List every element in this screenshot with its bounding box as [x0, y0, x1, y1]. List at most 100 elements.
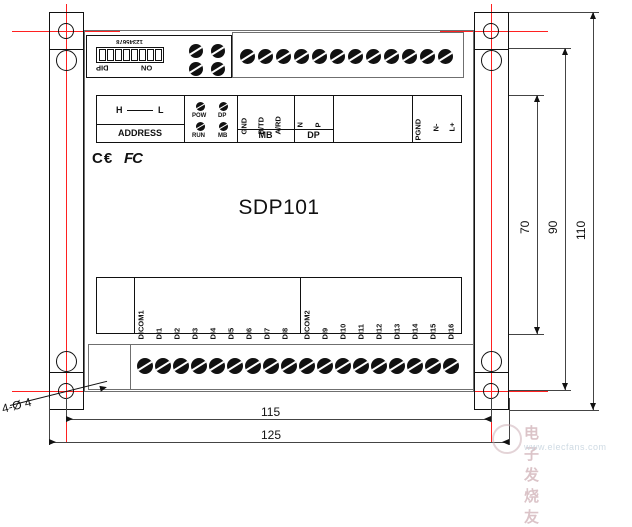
- address-range-h: H: [116, 105, 123, 115]
- hole-callout-label: 4-Ø 4: [0, 394, 33, 416]
- terminal-label-di8: DI8: [280, 327, 290, 340]
- dip-cell-8[interactable]: [154, 49, 162, 61]
- terminal-screw[interactable]: [335, 358, 351, 374]
- bottom-terminal-screw-row: [137, 358, 467, 375]
- divider-address-right: [184, 95, 185, 143]
- fcc-mark-icon: FC: [124, 150, 143, 167]
- dip-cell-3[interactable]: [114, 49, 122, 61]
- terminal-label-di12: DI12: [374, 323, 384, 340]
- terminal-label-di3: DI3: [190, 327, 200, 340]
- terminal-screw[interactable]: [317, 358, 333, 374]
- terminal-screw[interactable]: [353, 358, 369, 374]
- terminal-screw[interactable]: [245, 358, 261, 374]
- terminal-group-mb: MB: [258, 130, 273, 140]
- terminal-screw[interactable]: [155, 358, 171, 374]
- terminal-screw[interactable]: [137, 358, 153, 374]
- config-screw[interactable]: [189, 44, 203, 58]
- divider-dp-right: [333, 95, 334, 143]
- terminal-screw[interactable]: [263, 358, 279, 374]
- terminal-screw[interactable]: [299, 358, 315, 374]
- terminal-screw[interactable]: [258, 49, 273, 64]
- extension-line-70-top: [509, 95, 544, 96]
- config-screw[interactable]: [211, 44, 225, 58]
- side-rail-left: [49, 50, 84, 372]
- terminal-label-di5: DI5: [226, 327, 236, 340]
- divider-mb-right: [294, 95, 295, 143]
- dip-cell-2[interactable]: [106, 49, 114, 61]
- extension-line-125-right: [509, 398, 510, 445]
- terminal-group-dp: DP: [307, 130, 320, 140]
- terminal-label-di16: DI16: [446, 323, 456, 340]
- terminal-screw[interactable]: [438, 49, 453, 64]
- terminal-screw[interactable]: [366, 49, 381, 64]
- terminal-screw[interactable]: [407, 358, 423, 374]
- led-pow: [196, 102, 205, 111]
- terminal-label-di1: DI1: [154, 327, 164, 340]
- dim-line-110: [593, 12, 594, 410]
- led-dp: [219, 102, 228, 111]
- terminal-label-di6: DI6: [244, 327, 254, 340]
- terminal-screw[interactable]: [389, 358, 405, 374]
- terminal-label-pgnd: PGND: [413, 118, 423, 141]
- dim-value-70: 70: [518, 220, 532, 234]
- extension-line-90-bottom: [509, 390, 571, 391]
- led-label-mb: MB: [218, 133, 228, 139]
- terminal-screw[interactable]: [276, 49, 291, 64]
- rail-hole-left-top: [56, 50, 77, 71]
- dip-cell-4[interactable]: [122, 49, 130, 61]
- product-model-label: SDP101: [238, 196, 320, 219]
- dip-switch[interactable]: [96, 47, 164, 63]
- dim-line-125: [49, 442, 509, 443]
- divider-gap-right: [412, 95, 413, 143]
- terminal-screw[interactable]: [330, 49, 345, 64]
- terminal-screw[interactable]: [191, 358, 207, 374]
- config-screw[interactable]: [189, 62, 203, 76]
- dip-cell-5[interactable]: [130, 49, 138, 61]
- terminal-screw[interactable]: [348, 49, 363, 64]
- terminal-screw[interactable]: [384, 49, 399, 64]
- mounting-hole-top-left: [58, 23, 74, 39]
- config-screw[interactable]: [211, 62, 225, 76]
- divider-bottom-left-blank: [134, 277, 135, 334]
- dim-arrow-90-top: [562, 48, 568, 55]
- ce-mark-icon: C€: [92, 150, 114, 167]
- dip-switch-area: [86, 35, 232, 78]
- led-label-dp: DP: [218, 113, 227, 119]
- dim-arrow-115-right: [484, 416, 491, 422]
- divider-mb-mid: [237, 129, 294, 130]
- terminal-screw[interactable]: [281, 358, 297, 374]
- terminal-screw[interactable]: [443, 358, 459, 374]
- terminal-label-di13: DI13: [392, 323, 402, 340]
- led-label-pow: POW: [192, 113, 207, 119]
- terminal-screw[interactable]: [312, 49, 327, 64]
- terminal-label-nminus: N-: [431, 123, 441, 132]
- terminal-label-n: N: [295, 122, 305, 128]
- terminal-screw[interactable]: [240, 49, 255, 64]
- terminal-screw[interactable]: [227, 358, 243, 374]
- terminal-label-di4: DI4: [208, 327, 218, 340]
- extension-line-90-top: [509, 48, 571, 49]
- rail-hole-right-top: [481, 50, 502, 71]
- centerline-vertical-right: [491, 4, 492, 442]
- terminal-label-di7: DI7: [262, 327, 272, 340]
- dip-cell-6[interactable]: [138, 49, 146, 61]
- terminal-screw[interactable]: [425, 358, 441, 374]
- dip-cell-7[interactable]: [146, 49, 154, 61]
- dip-cell-1[interactable]: [98, 49, 106, 61]
- mounting-tab-top-right: [474, 12, 509, 50]
- terminal-label-dicom1: DICOM1: [136, 310, 146, 340]
- bottom-terminal-left-cap: [88, 344, 131, 390]
- extension-line-125-left: [49, 398, 50, 445]
- terminal-screw[interactable]: [371, 358, 387, 374]
- terminal-label-di9: DI9: [320, 327, 330, 340]
- terminal-screw[interactable]: [209, 358, 225, 374]
- top-terminal-block: [232, 32, 464, 78]
- terminal-screw[interactable]: [294, 49, 309, 64]
- terminal-screw[interactable]: [402, 49, 417, 64]
- dim-arrow-115-left: [66, 416, 73, 422]
- terminal-screw[interactable]: [420, 49, 435, 64]
- rail-hole-right-bottom: [481, 351, 502, 372]
- dim-arrow-110-top: [590, 12, 596, 19]
- terminal-screw[interactable]: [173, 358, 189, 374]
- mounting-hole-top-right: [483, 23, 499, 39]
